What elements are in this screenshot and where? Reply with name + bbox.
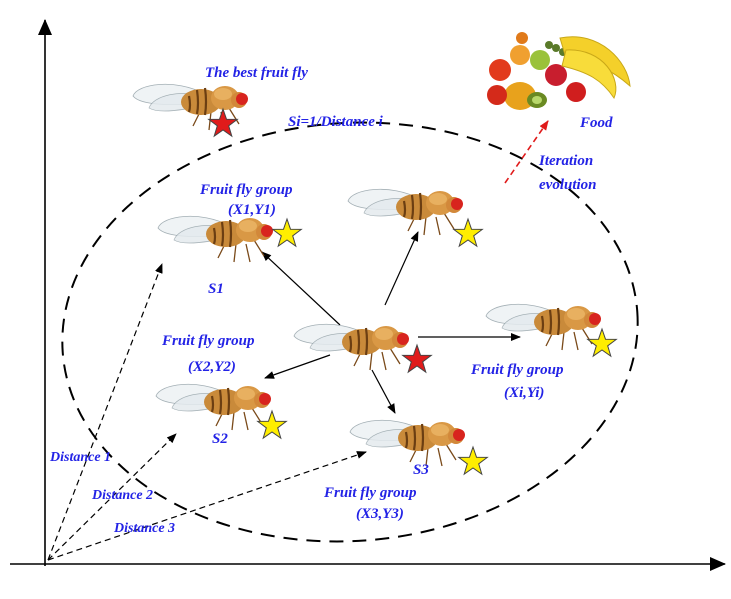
distance1-label: Distance 1 bbox=[49, 450, 111, 465]
group2-smell-label: S2 bbox=[212, 431, 228, 447]
group3-title-label: Fruit fly group bbox=[323, 485, 417, 501]
fruit-pile-icon bbox=[487, 32, 630, 110]
fruit-fly-s4-icon bbox=[348, 189, 463, 235]
group1-smell-label: S1 bbox=[208, 281, 224, 297]
fruit-fly-si-icon bbox=[486, 304, 601, 350]
search-arrow-s1 bbox=[262, 252, 340, 325]
iteration-label-line1: Iteration bbox=[538, 153, 593, 169]
smell-formula-label: Si=1/Distance i bbox=[288, 114, 384, 130]
iteration-arrow bbox=[505, 121, 548, 183]
fruit-fly-s3-icon bbox=[350, 420, 465, 466]
groupi-coords-label: (Xi,Yi) bbox=[504, 385, 544, 401]
group-star-s2-icon bbox=[258, 411, 287, 438]
group2-coords-label: (X2,Y2) bbox=[188, 359, 236, 375]
search-arrow-s3 bbox=[372, 370, 395, 413]
distance-3-arrow bbox=[48, 452, 366, 560]
distance2-label: Distance 2 bbox=[91, 488, 153, 503]
fruit-fly-s2-icon bbox=[156, 384, 271, 430]
search-arrow-s2 bbox=[265, 355, 330, 378]
best-fly-label: The best fruit fly bbox=[205, 65, 308, 81]
group1-coords-label: (X1,Y1) bbox=[228, 202, 276, 218]
group-star-s1-icon bbox=[273, 219, 302, 246]
group3-coords-label: (X3,Y3) bbox=[356, 506, 404, 522]
best-star-icon bbox=[209, 109, 238, 136]
group-star-si-icon bbox=[588, 329, 617, 356]
group3-smell-label: S3 bbox=[413, 462, 429, 478]
group-star-s4-icon bbox=[454, 219, 483, 246]
groupi-title-label: Fruit fly group bbox=[470, 362, 564, 378]
iteration-label-line2: evolution bbox=[539, 177, 597, 193]
current-best-star-icon bbox=[403, 345, 432, 372]
fruit-fly-central-icon bbox=[294, 324, 409, 370]
search-arrow-s4 bbox=[385, 232, 418, 305]
food-label: Food bbox=[579, 115, 613, 131]
distance3-label: Distance 3 bbox=[113, 521, 175, 536]
fruit-fly-s1-icon bbox=[158, 216, 273, 262]
group1-title-label: Fruit fly group bbox=[199, 182, 293, 198]
group-star-s3-icon bbox=[459, 447, 488, 474]
group2-title-label: Fruit fly group bbox=[161, 333, 255, 349]
